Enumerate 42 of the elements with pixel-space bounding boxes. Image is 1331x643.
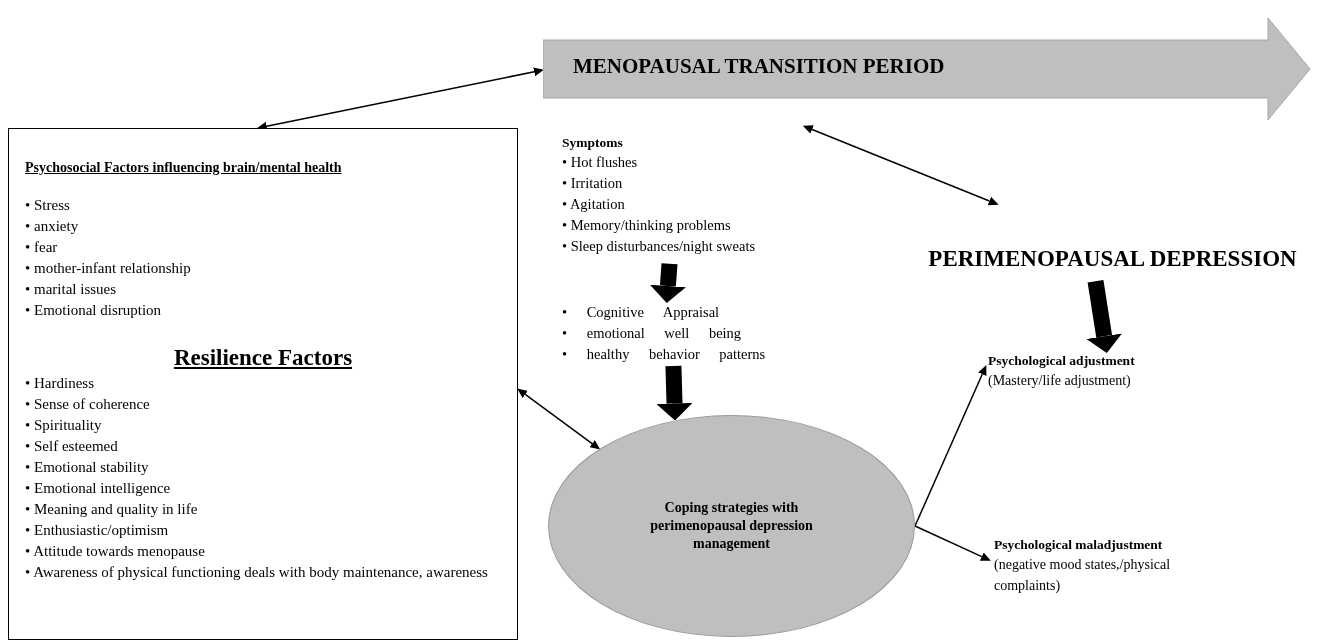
list-item: • Meaning and quality in life xyxy=(25,500,199,520)
description-text: (Mastery/life adjustment) xyxy=(988,371,1132,390)
list-item: • Stress xyxy=(25,196,71,216)
double-arrow xyxy=(802,125,999,206)
list-item: • mother-infant relationship xyxy=(25,259,192,279)
list-item: • Emotional stability xyxy=(25,458,150,478)
list-item: • fear xyxy=(25,238,59,258)
heading: Psychological adjustment xyxy=(988,352,1136,370)
list-item: • emotional well being xyxy=(561,324,743,343)
list-item: • Attitude towards menopause xyxy=(25,542,206,562)
list-item: • Spirituality xyxy=(25,416,103,436)
list-item: • healthy behavior patterns xyxy=(561,345,767,364)
block-arrow xyxy=(649,263,686,303)
heading: Psychological maladjustment xyxy=(994,536,1164,554)
list-item: • Sleep disturbances/night sweats xyxy=(562,236,757,256)
list-item: • Emotional intelligence xyxy=(25,479,172,499)
list-item: • Awareness of physical functioning deals with body maintenance, awareness xyxy=(25,563,489,583)
heading: Psychosocial Factors influencing brain/mental health xyxy=(25,159,343,177)
block-arrow xyxy=(656,365,693,421)
list-item: • Enthusiastic/optimism xyxy=(25,521,170,541)
arrow xyxy=(914,365,987,527)
list-item: • Memory/thinking problems xyxy=(562,215,732,235)
arrow-label: MENOPAUSAL TRANSITION PERIOD xyxy=(573,54,945,79)
list-item: • Irritation xyxy=(562,173,624,193)
description-text: (negative mood states,/physical complaints) xyxy=(994,555,1172,595)
block-arrow xyxy=(1086,279,1122,353)
double-arrow xyxy=(517,388,601,450)
list-item: • marital issues xyxy=(25,280,118,300)
list-item: • Self esteemed xyxy=(25,437,119,457)
list-item: • Sense of coherence xyxy=(25,395,151,415)
list-item: • Cognitive Appraisal xyxy=(561,303,721,322)
list-item: • Hardiness xyxy=(25,374,95,394)
list-item: • Emotional disruption xyxy=(25,301,163,321)
title-text: PERIMENOPAUSAL DEPRESSION xyxy=(927,246,1298,272)
factors-box xyxy=(8,128,518,640)
heading: Symptoms xyxy=(562,134,624,152)
list-item: • Hot flushes xyxy=(562,152,639,172)
list-item: • anxiety xyxy=(25,217,80,237)
arrow xyxy=(914,525,991,561)
ellipse-label: Coping strategies with perimenopausal depression management xyxy=(649,498,814,554)
heading: Resilience Factors xyxy=(172,344,354,373)
list-item: • Agitation xyxy=(562,194,626,214)
